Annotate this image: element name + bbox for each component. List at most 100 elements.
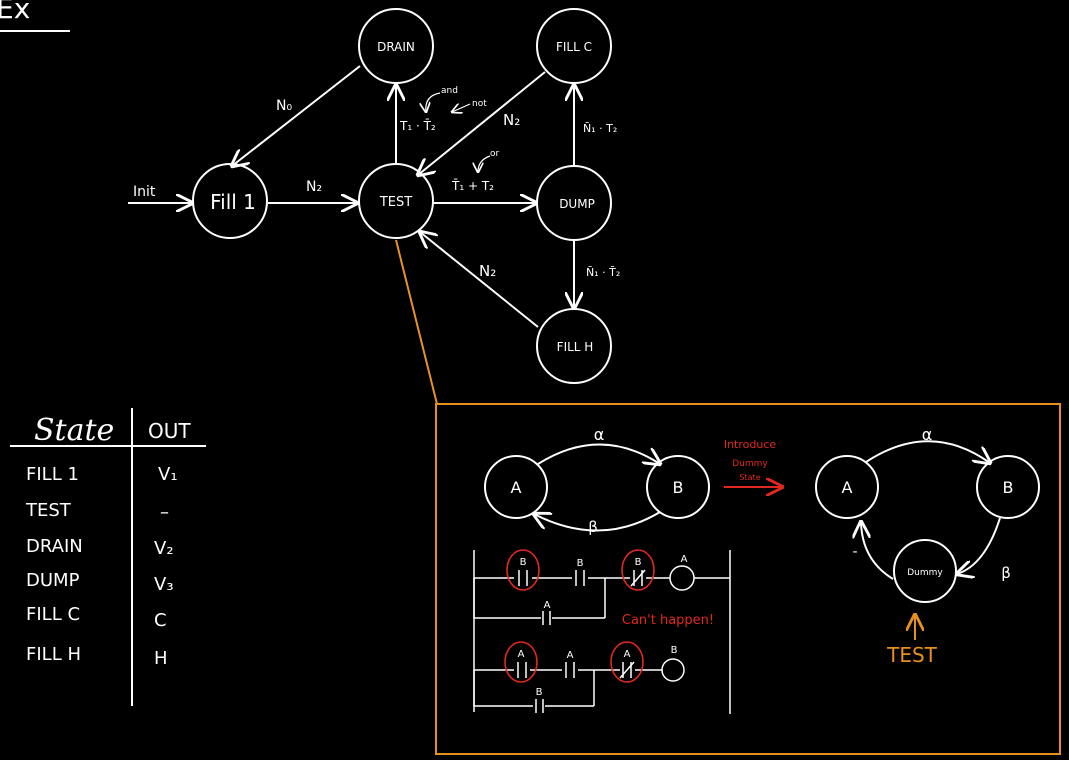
table-row-out: –: [160, 502, 169, 523]
ladder-labels: B B B A A A A A B B: [518, 554, 688, 698]
state-fillh-label: FILL H: [557, 340, 594, 354]
coil-label: A: [681, 554, 688, 565]
label-dump-fillc: N̄₁ · T₂: [583, 122, 617, 135]
inset-border: [435, 403, 1061, 755]
left-alpha-arrow: [537, 443, 660, 465]
nc-slash: [619, 661, 635, 679]
state-drain-label: DRAIN: [377, 40, 415, 54]
left-beta-arrow: [534, 511, 661, 532]
test-label: TEST: [886, 643, 938, 667]
left-state-b-label: B: [673, 478, 684, 497]
or-pointer: [478, 155, 491, 172]
introduce-note-line: State: [739, 473, 760, 482]
left-state-a-label: A: [511, 478, 522, 497]
contact-label: B: [635, 557, 642, 568]
callout-connector: [395, 239, 438, 405]
right-dash-arrow: [861, 522, 894, 580]
table-row-state: DUMP: [26, 570, 80, 591]
coil: [669, 565, 695, 591]
left-state-b: [646, 455, 710, 519]
cant-happen-note: Can't happen!: [622, 613, 714, 628]
left-diagram-labels: A B α β: [511, 425, 684, 536]
contact-label: A: [518, 649, 525, 660]
table-header-out: OUT: [148, 419, 191, 443]
arrow-fillh-test: [420, 232, 539, 328]
output-table: State OUT FILL 1 V₁ TEST – DRAIN V₂ DUMP…: [10, 408, 206, 706]
table-row-out: V₃: [154, 574, 174, 595]
label-test-dump: T̄₁ + T₂: [451, 179, 494, 193]
contact-label: B: [520, 557, 527, 568]
introduce-note-line: Dummy: [732, 459, 768, 469]
table-header-state: State: [34, 413, 114, 448]
right-beta-arrow: [957, 517, 1001, 574]
ladder-diagram: [473, 550, 731, 714]
arrow-drain-fill1: [232, 65, 361, 166]
not-pointer: [452, 104, 471, 112]
highlight-circle: [506, 549, 540, 591]
ladder-highlights: [504, 549, 655, 683]
init-label: Init: [133, 184, 156, 200]
left-state-a: [484, 455, 548, 519]
contact-label: A: [624, 649, 631, 660]
table-row-out: V₂: [154, 538, 174, 559]
right-alpha-arrow: [865, 440, 990, 463]
table-row-out: H: [154, 648, 168, 669]
right-diagram-labels: A B Dummy α β -: [842, 425, 1014, 582]
annotation-not: not: [472, 99, 487, 109]
left-beta-label: β: [588, 518, 598, 536]
heading-text: Ex: [0, 0, 30, 25]
coil: [661, 658, 685, 682]
right-alpha-label: α: [922, 425, 933, 444]
annotation-and: and: [441, 86, 458, 96]
introduce-note-line: Introduce: [724, 438, 777, 451]
left-alpha-label: α: [594, 425, 605, 444]
right-dummy-label: Dummy: [907, 568, 943, 578]
table-row-state: TEST: [25, 500, 72, 521]
right-state-a: [815, 455, 879, 519]
table-row-state: DRAIN: [26, 536, 83, 557]
right-state-b-label: B: [1003, 478, 1014, 497]
state-machine: [128, 8, 612, 405]
label-fillc-test: N₂: [503, 111, 520, 129]
state-drain: [358, 8, 434, 84]
nc-slash: [630, 569, 646, 587]
label-test-drain: T₁ · T̄₂: [399, 119, 436, 133]
introduce-note: Introduce Dummy State: [724, 438, 777, 482]
contact-label: A: [567, 650, 574, 661]
right-state-b: [976, 455, 1040, 519]
right-dash-label: -: [852, 544, 857, 560]
highlight-circle: [621, 549, 655, 591]
state-labels: Fill 1 TEST DRAIN FILL C DUMP FILL H: [210, 40, 595, 354]
table-rows: FILL 1 V₁ TEST – DRAIN V₂ DUMP V₃ FILL C…: [25, 464, 178, 669]
and-pointer: [426, 92, 441, 112]
label-fillh-test: N₂: [479, 262, 496, 280]
heading: Ex: [0, 0, 70, 32]
label-dump-fillh: N̄₁ · T̄₂: [586, 266, 620, 279]
transition-labels: Init N₂ N₀ T₁ · T̄₂ N₂ T̄₁ + T₂ N̄₁ · T₂…: [133, 86, 620, 280]
label-drain-fill1: N₀: [276, 98, 292, 114]
highlight-circle: [610, 641, 644, 683]
state-fillc-label: FILL C: [556, 40, 592, 54]
state-fillc: [536, 8, 612, 84]
contact-label: A: [544, 600, 551, 611]
highlight-circle: [504, 641, 538, 683]
table-row-out: C: [154, 610, 167, 631]
left-state-diagram: [484, 443, 710, 532]
table-row-state: FILL H: [26, 644, 81, 665]
state-test-label: TEST: [379, 195, 412, 210]
right-state-a-label: A: [842, 478, 853, 497]
contact-label: B: [577, 558, 584, 569]
arrow-fillc-test: [418, 71, 546, 175]
inset-panel: A B α β Introduce Dummy State A B Dummy …: [435, 403, 1061, 755]
annotation-or: or: [490, 149, 500, 159]
table-row-state: FILL C: [26, 604, 80, 625]
label-fill1-test: N₂: [306, 179, 322, 195]
table-row-out: V₁: [158, 464, 178, 485]
coil-label: B: [671, 645, 678, 656]
state-fill1-label: Fill 1: [210, 190, 256, 214]
contact-label: B: [536, 687, 543, 698]
state-dump-label: DUMP: [559, 197, 595, 211]
table-row-state: FILL 1: [26, 464, 79, 485]
right-state-diagram: [815, 440, 1040, 603]
